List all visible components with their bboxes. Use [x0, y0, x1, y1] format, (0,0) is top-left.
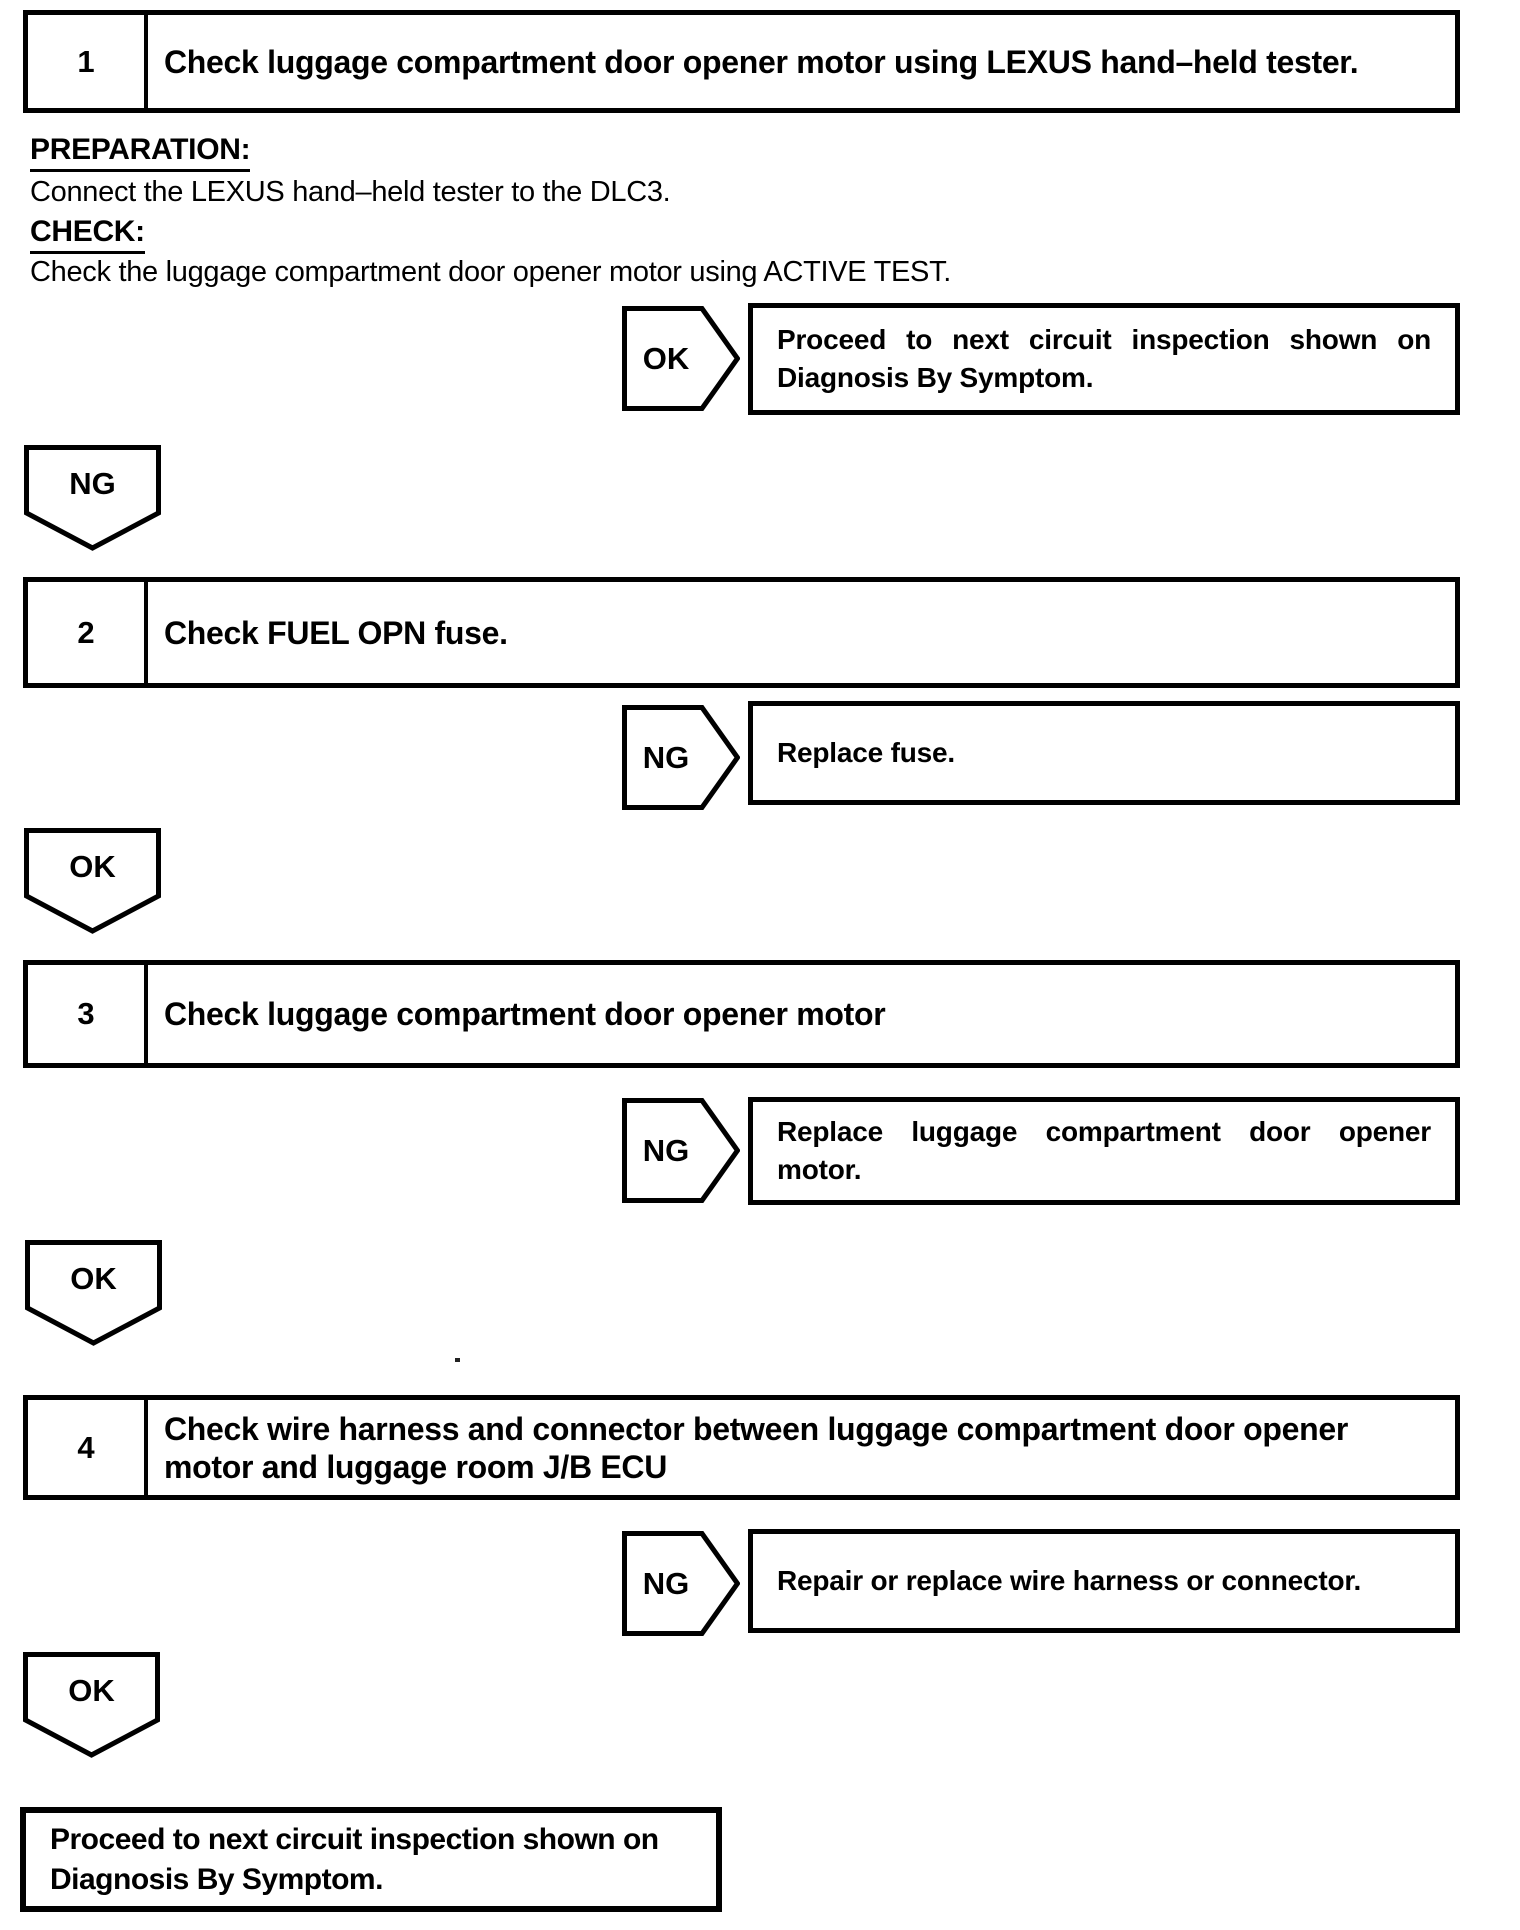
step-1-title-text: Check luggage compartment door opener mo…	[164, 43, 1359, 80]
ng-right-arrow-icon: NG	[622, 1098, 740, 1203]
pentagon-right-shape	[622, 306, 740, 411]
step-4-title-line: motor and luggage room J/B ECU	[164, 1448, 668, 1485]
ok-label: OK	[70, 1261, 117, 1296]
result-line: Repair or replace wire harness or connec…	[777, 1565, 1362, 1596]
step-1-box: 1 Check luggage compartment door opener …	[23, 10, 1460, 113]
step-1-title: Check luggage compartment door opener mo…	[148, 15, 1455, 108]
result-line: motor.	[777, 1154, 862, 1185]
pentagon-down-shape	[24, 828, 161, 934]
pentagon-down-shape	[23, 1652, 160, 1758]
step-3-box: 3 Check luggage compartment door opener …	[23, 960, 1460, 1068]
ok-label: OK	[68, 1673, 115, 1708]
check-heading: CHECK:	[30, 215, 145, 254]
step-4-title: Check wire harness and connector between…	[148, 1400, 1455, 1495]
ok-down-arrow-icon: OK	[24, 828, 161, 934]
step-2-box: 2 Check FUEL OPN fuse.	[23, 577, 1460, 688]
step-4-number: 4	[28, 1400, 148, 1495]
ok-down-arrow-icon: OK	[25, 1240, 162, 1346]
ok-label: OK	[69, 849, 116, 884]
step-2-number: 2	[28, 582, 148, 683]
scan-speck	[455, 1358, 460, 1362]
step-3-title-text: Check luggage compartment door opener mo…	[164, 996, 886, 1032]
step-2-title: Check FUEL OPN fuse.	[148, 582, 1455, 683]
result-line: Proceed to next circuit inspection shown…	[777, 324, 1431, 355]
final-line: Proceed to next circuit inspection shown…	[50, 1822, 659, 1856]
result-box-replace-fuse: Replace fuse.	[748, 701, 1460, 805]
pentagon-right-shape	[622, 1098, 740, 1203]
step-3-number: 3	[28, 965, 148, 1063]
result-box-repair-harness: Repair or replace wire harness or connec…	[748, 1529, 1460, 1633]
ng-label: NG	[642, 1565, 690, 1601]
step-4-title-line: Check wire harness and connector between…	[164, 1410, 1348, 1447]
step-1-number: 1	[28, 15, 148, 108]
check-text: Check the luggage compartment door opene…	[30, 256, 952, 288]
step-3-title: Check luggage compartment door opener mo…	[148, 965, 1455, 1063]
result-box-replace-motor: Replace luggage compartment door opener …	[748, 1097, 1460, 1205]
final-proceed-box: Proceed to next circuit inspection shown…	[20, 1807, 722, 1912]
ng-label: NG	[642, 739, 690, 775]
ng-label: NG	[69, 466, 116, 501]
result-box-proceed-1: Proceed to next circuit inspection shown…	[748, 303, 1460, 415]
ok-down-arrow-icon: OK	[23, 1652, 160, 1758]
ok-right-arrow-icon: OK	[622, 306, 740, 411]
ng-label: NG	[642, 1132, 690, 1168]
ok-label: OK	[642, 340, 690, 376]
pentagon-down-shape	[25, 1240, 162, 1346]
ng-down-arrow-icon: NG	[24, 445, 161, 551]
final-line: Diagnosis By Symptom.	[50, 1862, 383, 1896]
ng-right-arrow-icon: NG	[622, 1531, 740, 1636]
step-2-title-text: Check FUEL OPN fuse.	[164, 614, 508, 651]
pentagon-right-shape	[622, 1531, 740, 1636]
result-line: Diagnosis By Symptom.	[777, 362, 1094, 393]
pentagon-down-shape	[24, 445, 161, 551]
ng-right-arrow-icon: NG	[622, 705, 740, 810]
preparation-heading: PREPARATION:	[30, 133, 251, 172]
pentagon-right-shape	[622, 705, 740, 810]
preparation-text: Connect the LEXUS hand–held tester to th…	[30, 176, 671, 208]
result-line: Replace fuse.	[777, 737, 955, 768]
step-4-box: 4 Check wire harness and connector betwe…	[23, 1395, 1460, 1500]
result-line: Replace luggage compartment door opener	[777, 1116, 1431, 1147]
